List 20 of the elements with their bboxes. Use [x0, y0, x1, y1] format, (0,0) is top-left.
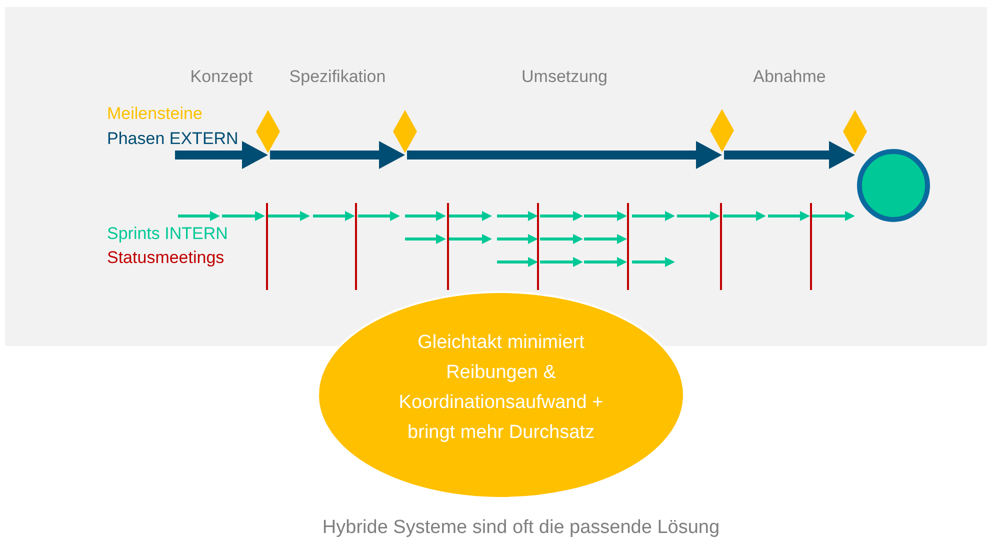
goal-circle [857, 149, 930, 222]
phase-label: Spezifikation [289, 66, 386, 88]
summary-ellipse [317, 291, 685, 499]
phase-label: Konzept [190, 66, 253, 88]
legend-text: Sprints INTERN [107, 223, 228, 244]
legend-text: Phasen EXTERN [107, 128, 238, 149]
legend-text: Statusmeetings [107, 247, 224, 268]
milestone-diamond [710, 109, 734, 152]
phase-label: Abnahme [753, 66, 826, 88]
milestone-diamond [256, 110, 280, 153]
caption: Hybride Systeme sind oft die passende Lösung [322, 516, 720, 540]
phase-arrow [175, 141, 268, 169]
phase-label: Umsetzung [522, 66, 608, 88]
phase-arrow [270, 141, 405, 169]
milestone-diamond [393, 110, 417, 153]
phase-arrow [407, 141, 722, 169]
milestone-diamond [843, 110, 867, 153]
phase-arrow [724, 141, 855, 169]
ellipse-text: Gleichtakt minimiert Reibungen & Koordinationsaufwand + bringt mehr Durchsatz [398, 331, 604, 445]
legend-text: Meilensteine [107, 103, 202, 124]
